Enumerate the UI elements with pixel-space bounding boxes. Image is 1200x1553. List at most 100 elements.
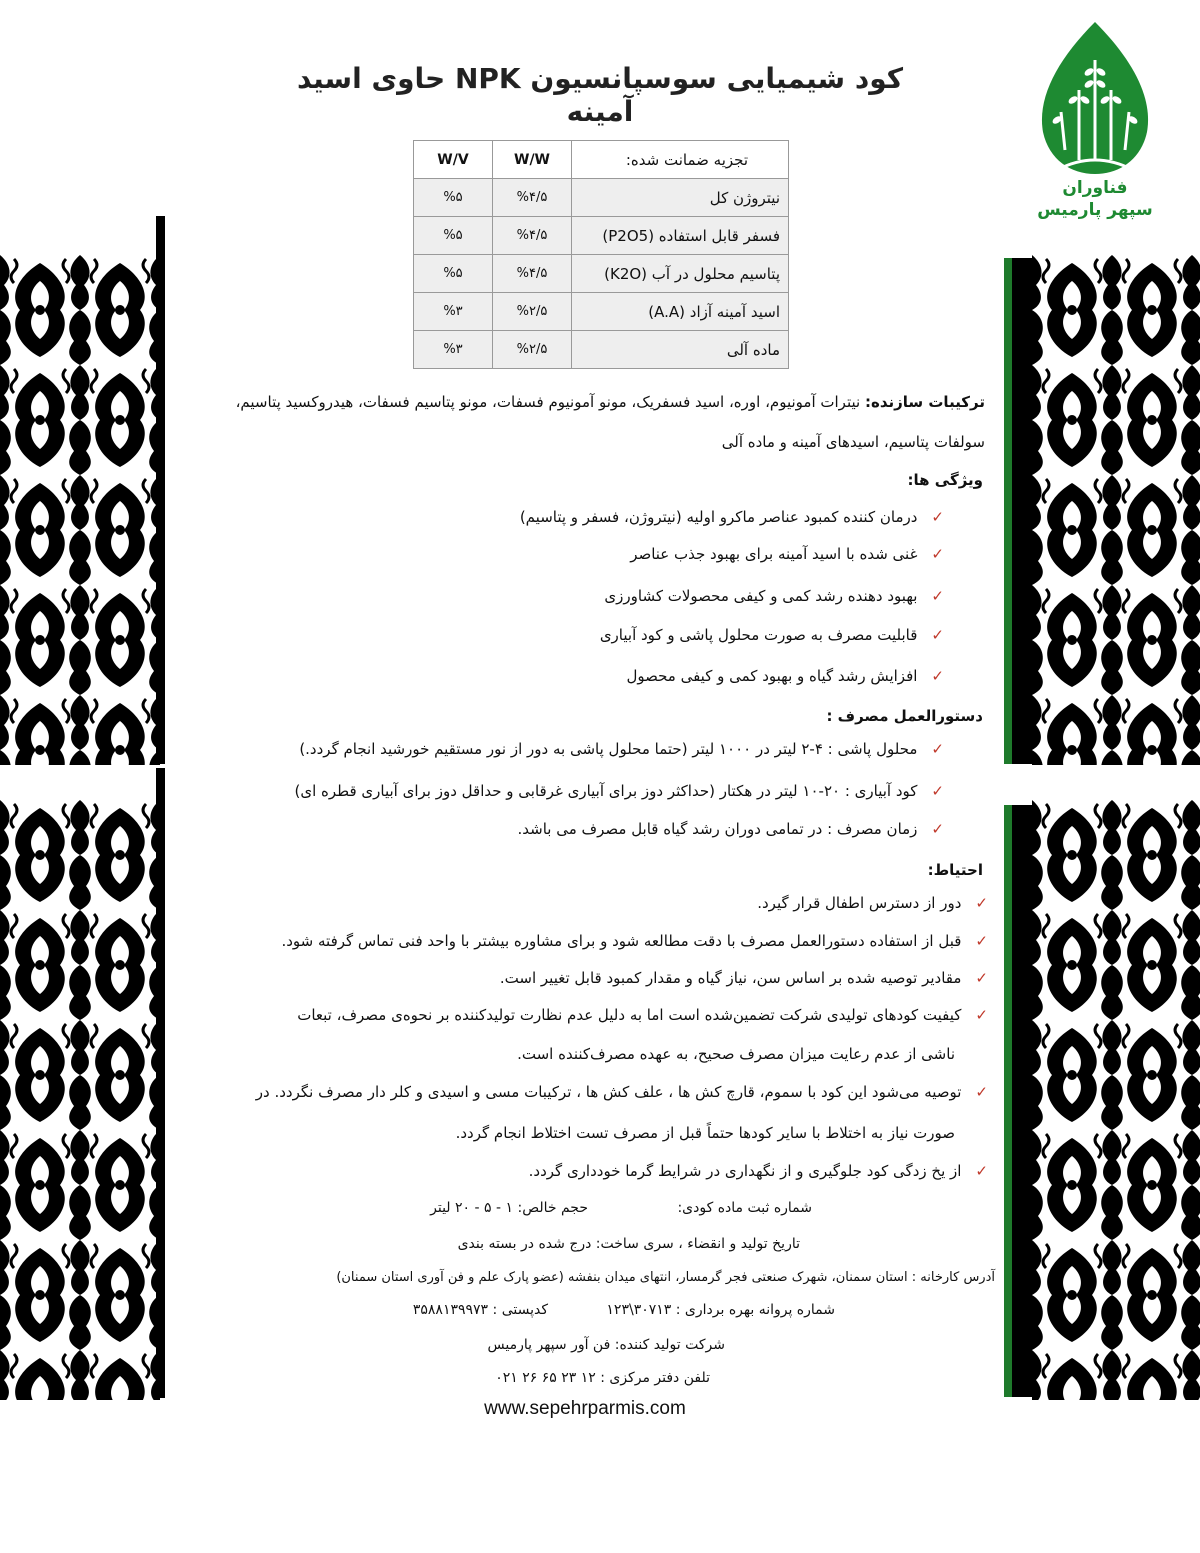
table-row: پتاسیم محلول در آب (K2O) %۴/۵ %۵ bbox=[413, 254, 789, 293]
check-icon: ✓ bbox=[931, 587, 944, 605]
check-icon: ✓ bbox=[975, 932, 988, 950]
caution-heading: احتیاط: bbox=[927, 861, 983, 879]
right-border-bar-black-top bbox=[1012, 258, 1032, 764]
usage-text: زمان مصرف : در تمامی دوران رشد گیاه قابل… bbox=[517, 820, 918, 838]
page-title: کود شیمیایی سوسپانسیون NPK حاوی اسید آمی… bbox=[296, 62, 904, 128]
registration-number: شماره ثبت ماده کودی: bbox=[677, 1200, 812, 1216]
check-icon: ✓ bbox=[931, 626, 944, 644]
caution-text: توصیه می‌شود این کود با سموم، قارچ کش ها… bbox=[255, 1083, 962, 1101]
damask-ornament-left-top bbox=[0, 255, 160, 765]
caution-item: ✓ از یخ زدگی کود جلوگیری و از نگهداری در … bbox=[529, 1162, 988, 1180]
header-ww: W/W bbox=[492, 140, 572, 179]
usage-text: کود آبیاری : ۲۰-۱۰ لیتر در هکتار (حداکثر… bbox=[294, 782, 918, 800]
left-border-bar-bottom bbox=[156, 768, 165, 1398]
table-row: نیتروژن کل %۴/۵ %۵ bbox=[413, 178, 789, 217]
right-border-bar-green-top bbox=[1004, 258, 1012, 764]
header-wv: W/V bbox=[413, 140, 493, 179]
check-icon: ✓ bbox=[931, 740, 944, 758]
check-icon: ✓ bbox=[975, 1006, 988, 1024]
right-border-bar-green-bottom bbox=[1004, 805, 1012, 1397]
row-ww: %۴/۵ bbox=[492, 178, 572, 217]
caution-continuation: ناشی از عدم رعایت میزان مصرف صحیح، به عه… bbox=[517, 1045, 955, 1063]
leaf-wheat-icon bbox=[1041, 22, 1149, 174]
row-name: پتاسیم محلول در آب (K2O) bbox=[571, 254, 789, 293]
right-border-bar-black-bottom bbox=[1012, 805, 1032, 1397]
net-volume: حجم خالص: ۱ - ۵ - ۲۰ لیتر bbox=[430, 1200, 588, 1216]
caution-text: از یخ زدگی کود جلوگیری و از نگهداری در ش… bbox=[528, 1162, 962, 1180]
table-row: فسفر قابل استفاده (P2O5) %۴/۵ %۵ bbox=[413, 216, 789, 255]
damask-ornament-right-top bbox=[1032, 255, 1200, 765]
feature-item: ✓ درمان کننده کمبود عناصر ماکرو اولیه (نی… bbox=[520, 508, 944, 526]
usage-item: ✓ کود آبیاری : ۲۰-۱۰ لیتر در هکتار (حداکث… bbox=[295, 782, 945, 800]
check-icon: ✓ bbox=[931, 508, 944, 526]
left-border-bar-top bbox=[156, 216, 165, 764]
usage-item: ✓ محلول پاشی : ۴-۲ لیتر در ۱۰۰۰ لیتر (حتم… bbox=[299, 740, 944, 758]
composition-label: ترکیبات سازنده: bbox=[864, 393, 985, 411]
website-link[interactable]: www.sepehrparmis.com bbox=[484, 1398, 686, 1419]
row-wv: %۵ bbox=[413, 216, 493, 255]
table-row: اسید آمینه آزاد (A.A) %۲/۵ %۳ bbox=[413, 292, 789, 331]
check-icon: ✓ bbox=[975, 894, 988, 912]
feature-text: بهبود دهنده رشد کمی و کیفی محصولات کشاور… bbox=[604, 587, 918, 605]
check-icon: ✓ bbox=[931, 667, 944, 685]
caution-continuation: صورت نیاز به اختلاط با سایر کودها حتماً … bbox=[455, 1124, 955, 1142]
caution-text: کیفیت کودهای تولیدی شرکت تضمین‌شده است ا… bbox=[297, 1006, 962, 1024]
row-ww: %۲/۵ bbox=[492, 292, 572, 331]
usage-item: ✓ زمان مصرف : در تمامی دوران رشد گیاه قاب… bbox=[518, 820, 944, 838]
composition-line-1: ترکیبات سازنده: نیترات آمونیوم، اوره، اس… bbox=[180, 392, 985, 412]
header-analysis: تجزیه ضمانت شده: bbox=[571, 140, 789, 179]
composition-text-1: نیترات آمونیوم، اوره، اسید فسفریک، مونو … bbox=[235, 393, 861, 411]
license-number: شماره پروانه بهره برداری : ۳۰۷۱۳\۱۲۳ bbox=[606, 1302, 835, 1318]
logo-text-line2: سپهر پارمیس bbox=[1037, 200, 1153, 220]
row-ww: %۲/۵ bbox=[492, 330, 572, 369]
row-name: فسفر قابل استفاده (P2O5) bbox=[571, 216, 789, 255]
row-wv: %۵ bbox=[413, 254, 493, 293]
caution-item: ✓ توصیه می‌شود این کود با سموم، قارچ کش ه… bbox=[256, 1083, 988, 1101]
row-name: نیتروژن کل bbox=[571, 178, 789, 217]
row-wv: %۳ bbox=[413, 292, 493, 331]
caution-text: مقادیر توصیه شده بر اساس سن، نیاز گیاه و… bbox=[499, 969, 962, 987]
guaranteed-analysis-table: تجزیه ضمانت شده: W/W W/V نیتروژن کل %۴/۵… bbox=[413, 140, 789, 369]
feature-text: درمان کننده کمبود عناصر ماکرو اولیه (نیت… bbox=[519, 508, 918, 526]
office-phone: تلفن دفتر مرکزی : ۱۲ ۲۳ ۶۵ ۲۶ ۰۲۱ bbox=[495, 1370, 710, 1386]
caution-item: ✓ قبل از استفاده دستورالعمل مصرف با دقت م… bbox=[281, 932, 988, 950]
feature-item: ✓ افزایش رشد گیاه و بهبود کمی و کیفی محصو… bbox=[626, 667, 944, 685]
logo-text-line1: فناوران bbox=[1062, 178, 1128, 198]
production-dates: تاریخ تولید و انقضاء ، سری ساخت: درج شده… bbox=[457, 1236, 800, 1252]
postal-code: کدپستی : ۳۵۸۸۱۳۹۹۷۳ bbox=[412, 1302, 548, 1318]
check-icon: ✓ bbox=[975, 1083, 988, 1101]
feature-item: ✓ قابلیت مصرف به صورت محلول پاشی و کود آب… bbox=[600, 626, 944, 644]
row-wv: %۵ bbox=[413, 178, 493, 217]
producer-company: شرکت تولید کننده: فن آور سپهر پارمیس bbox=[487, 1337, 725, 1353]
table-row: ماده آلی %۲/۵ %۳ bbox=[413, 330, 789, 369]
feature-text: افزایش رشد گیاه و بهبود کمی و کیفی محصول bbox=[626, 667, 918, 685]
check-icon: ✓ bbox=[975, 969, 988, 987]
feature-text: قابلیت مصرف به صورت محلول پاشی و کود آبی… bbox=[599, 626, 918, 644]
caution-text: دور از دسترس اطفال قرار گیرد. bbox=[757, 894, 962, 912]
check-icon: ✓ bbox=[931, 782, 944, 800]
row-ww: %۴/۵ bbox=[492, 216, 572, 255]
row-ww: %۴/۵ bbox=[492, 254, 572, 293]
row-wv: %۳ bbox=[413, 330, 493, 369]
feature-text: غنی شده با اسید آمینه برای بهبود جذب عنا… bbox=[630, 545, 918, 563]
check-icon: ✓ bbox=[975, 1162, 988, 1180]
row-name: ماده آلی bbox=[571, 330, 789, 369]
damask-ornament-left-bottom bbox=[0, 800, 160, 1400]
usage-text: محلول پاشی : ۴-۲ لیتر در ۱۰۰۰ لیتر (حتما… bbox=[299, 740, 918, 758]
usage-heading: دستورالعمل مصرف : bbox=[826, 707, 983, 725]
caution-item: ✓ کیفیت کودهای تولیدی شرکت تضمین‌شده است … bbox=[297, 1006, 988, 1024]
caution-item: ✓ مقادیر توصیه شده بر اساس سن، نیاز گیاه … bbox=[500, 969, 988, 987]
feature-item: ✓ بهبود دهنده رشد کمی و کیفی محصولات کشاو… bbox=[604, 587, 944, 605]
features-heading: ویژگی ها: bbox=[907, 471, 983, 489]
feature-item: ✓ غنی شده با اسید آمینه برای بهبود جذب عن… bbox=[630, 545, 944, 563]
row-name: اسید آمینه آزاد (A.A) bbox=[571, 292, 789, 331]
composition-line-2: سولفات پتاسیم، اسیدهای آمینه و ماده آلی bbox=[721, 433, 985, 451]
company-logo: فناوران سپهر پارمیس bbox=[1035, 20, 1155, 220]
table-header-row: تجزیه ضمانت شده: W/W W/V bbox=[413, 140, 789, 179]
caution-text: قبل از استفاده دستورالعمل مصرف با دقت مط… bbox=[281, 932, 962, 950]
check-icon: ✓ bbox=[931, 545, 944, 563]
check-icon: ✓ bbox=[931, 820, 944, 838]
caution-item: ✓ دور از دسترس اطفال قرار گیرد. bbox=[757, 894, 988, 912]
damask-ornament-right-bottom bbox=[1032, 800, 1200, 1400]
factory-address: آدرس کارخانه : استان سمنان، شهرک صنعتی ف… bbox=[336, 1270, 995, 1285]
